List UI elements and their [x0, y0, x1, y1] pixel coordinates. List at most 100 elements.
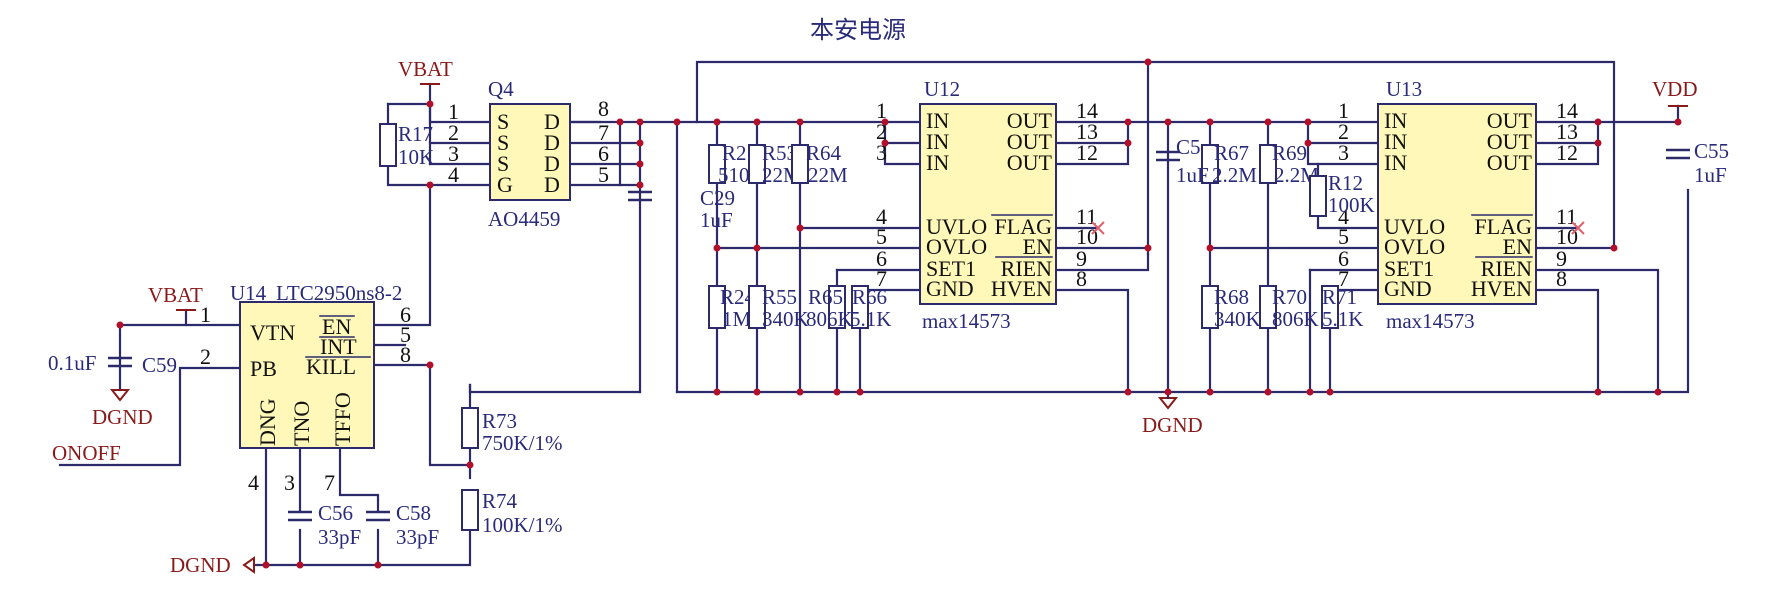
q4-pin-name: D — [544, 172, 560, 197]
junction-dot — [616, 118, 624, 126]
u12-pin-name: OUT — [1007, 108, 1053, 133]
u13-pin-num: 10 — [1556, 224, 1578, 249]
junction-dot — [1144, 244, 1152, 252]
u12-pin-num: 9 — [1076, 246, 1087, 271]
u13-pin-name: OUT — [1487, 108, 1533, 133]
power-symbols: VBAT VBAT VDD DGND DGND DGND ONOFF — [52, 57, 1698, 577]
u13-part: max14573 — [1386, 309, 1475, 333]
junction-dot — [673, 118, 681, 126]
u13-pin-name: IN — [1384, 108, 1407, 133]
u14-pin-num: 7 — [324, 470, 335, 495]
u12-pin-name: UVLO — [926, 214, 987, 239]
u14-pin-num: 5 — [400, 322, 411, 347]
u13-pin-name: GND — [1384, 276, 1432, 301]
c59-ref: C59 — [142, 353, 177, 377]
u13-pin-name: RIEN — [1481, 256, 1532, 281]
q4-pin-num: 8 — [598, 96, 609, 121]
u14-pin-name: PB — [250, 356, 277, 381]
u12-pin-name: FLAG — [995, 214, 1053, 239]
q4-pin-num: 7 — [598, 120, 609, 145]
u14-pin-num: 1 — [200, 302, 211, 327]
resistor-r12 — [1309, 175, 1327, 217]
q4-pin-num: 6 — [598, 141, 609, 166]
u13-pin-num: 9 — [1556, 246, 1567, 271]
c56-value: 33pF — [318, 525, 361, 549]
vbat-left-label: VBAT — [148, 283, 203, 307]
junction-dot — [796, 388, 804, 396]
r64-value: 22M — [808, 163, 848, 187]
junction-dot — [833, 388, 841, 396]
c58-ref: C58 — [396, 501, 431, 525]
q4-pin-name: D — [544, 109, 560, 134]
r71-value: 5.1K — [1322, 307, 1363, 331]
u13-pins: 1 2 3 4 5 6 7 IN IN IN UVLO OVLO SET1 GN… — [1338, 98, 1585, 301]
u13-ref: U13 — [1386, 77, 1422, 101]
junction-dot — [1124, 388, 1132, 396]
junction-dot — [713, 244, 721, 252]
u13-pin-name: UVLO — [1384, 214, 1445, 239]
junction-dot — [636, 118, 644, 126]
r65-value: 806K — [806, 307, 853, 331]
c29-value: 1uF — [700, 208, 733, 232]
u13-pin-name: IN — [1384, 150, 1407, 175]
dgnd-center-label: DGND — [1142, 413, 1203, 437]
junction-dot — [1206, 388, 1214, 396]
u13-pin-name: OUT — [1487, 129, 1533, 154]
u12-pin-num: 13 — [1076, 119, 1098, 144]
u14-pin-num: 8 — [400, 342, 411, 367]
junction-dot — [1610, 244, 1618, 252]
u12-pin-num: 8 — [1076, 266, 1087, 291]
u14-pin-name: EN — [322, 314, 351, 339]
u14-pin-name: KILL — [306, 354, 356, 379]
q4-pins: 1 2 3 4 S S S G D D D D 8 7 6 5 — [448, 96, 609, 197]
r73-ref: R73 — [482, 409, 517, 433]
q4-pin-num: 4 — [448, 162, 459, 187]
junction-dot — [1594, 118, 1602, 126]
u13-pin-num: 12 — [1556, 140, 1578, 165]
u14-pin-name: VTN — [250, 320, 295, 345]
u12-pin-name: RIEN — [1001, 256, 1052, 281]
resistor-r66 — [851, 285, 869, 329]
junction-dot — [374, 561, 382, 569]
u13-pin-name: SET1 — [1384, 256, 1434, 281]
r12-ref: R12 — [1328, 171, 1363, 195]
r74-value: 100K/1% — [482, 513, 563, 537]
c5-value: 1uF — [1176, 163, 1209, 187]
r55-ref: R55 — [762, 285, 797, 309]
r68-value: 340K — [1214, 307, 1261, 331]
q4-pin-num: 2 — [448, 120, 459, 145]
u12-pin-name: GND — [926, 276, 974, 301]
u13-pin-name: EN — [1503, 234, 1532, 259]
resistor-r24 — [708, 285, 726, 329]
resistor-r2 — [708, 144, 726, 184]
u12-pin-num: 6 — [876, 246, 887, 271]
resistor-r74 — [461, 489, 479, 531]
resistor-r73 — [461, 407, 479, 449]
junction-dot — [262, 561, 270, 569]
r70-value: 806K — [1272, 307, 1319, 331]
u13-pin-name: OVLO — [1384, 234, 1445, 259]
u13-pin-num: 2 — [1338, 119, 1349, 144]
resistor-r70 — [1259, 285, 1277, 329]
junction-dot — [466, 461, 474, 469]
junction-dot — [1144, 58, 1152, 66]
r55-value: 340K — [762, 307, 809, 331]
r12-value: 100K — [1328, 193, 1375, 217]
ground-icon — [109, 389, 131, 402]
no-connect-icon — [1571, 221, 1585, 235]
u12-pin-num: 1 — [876, 98, 887, 123]
resistor-r55 — [748, 285, 766, 329]
q4-pin-num: 3 — [448, 141, 459, 166]
junction-dot — [1124, 118, 1132, 126]
junction-dot — [1164, 388, 1172, 396]
u12-pin-num: 5 — [876, 224, 887, 249]
u14-pin-name: TNO — [289, 401, 314, 446]
u14-pin-num: 3 — [284, 470, 295, 495]
junction-dot — [426, 361, 434, 369]
junction-dot — [713, 118, 721, 126]
q4-pin-name: G — [497, 172, 513, 197]
u13-pin-num: 14 — [1556, 98, 1578, 123]
r64-ref: R64 — [806, 141, 842, 165]
r2-ref: R2 — [722, 141, 747, 165]
